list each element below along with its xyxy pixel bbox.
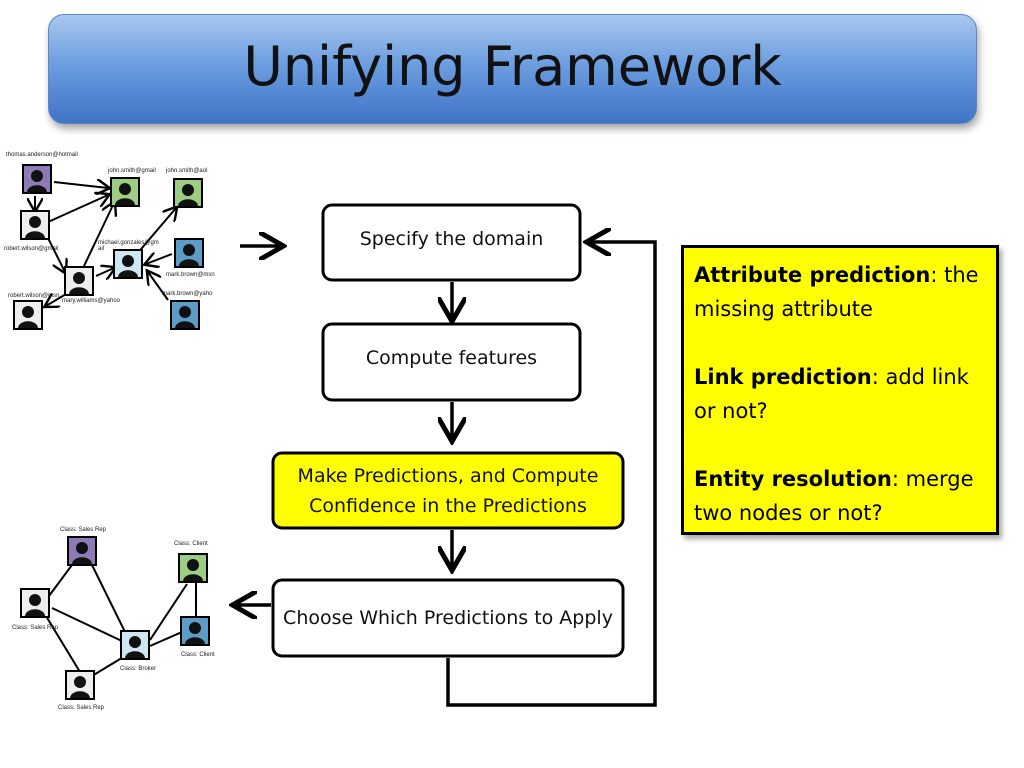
step-label-compute: Compute features [365,347,538,369]
node-broker [120,630,150,660]
bottom-network-nodes [20,536,210,700]
feedback-loop-arrow [446,242,657,707]
bottom-network-edges [45,564,197,677]
step-box-choose [271,578,625,658]
node-sales-rep-3 [65,670,95,700]
step-label-choose: Choose Which Predictions to Apply [283,607,613,629]
node-label: Class: Broker [120,666,157,672]
node-label: Class: Sales Rep [12,625,59,631]
prediction-types-callout: Attribute prediction: the missing attrib… [681,245,999,535]
node-label: mary.williams@yahoo [62,298,120,304]
node-label: Class: Sales Rep [58,705,105,711]
node-client-1 [178,553,208,583]
node-label: robert.wilson@gmail [4,246,59,252]
top-network-nodes [13,164,204,330]
title-bar: Unifying Framework [48,14,977,124]
node-john-smith-gmail [110,177,140,207]
node-mark-brown-msn [174,238,204,268]
node-mark-brown-yaho [170,300,200,330]
node-label: thomas.anderson@hotmail [6,152,78,158]
callout-item-entity: Entity resolution: merge two nodes or no… [694,467,974,525]
node-label: john.smith@gmail [108,168,156,174]
slide-title: Unifying Framework [243,35,782,98]
callout-item-link: Link prediction: add link or not? [694,365,969,423]
top-network-edges [35,182,176,306]
node-label: Class: Client [181,652,215,658]
node-michael-gonzales [113,249,143,279]
step-box-specify [321,203,582,282]
node-sales-rep-2 [20,588,50,618]
node-label: Class: Client [174,541,208,547]
step-label-predict: Make Predictions, and Compute Confidence… [297,464,599,517]
node-label: Class: Sales Rep [60,527,107,533]
node-robert-wilson-msn [13,300,43,330]
node-robert-wilson-gmail [20,210,50,240]
callout-item-attribute: Attribute prediction: the missing attrib… [694,263,979,321]
step-box-predict [271,451,625,530]
step-label-specify: Specify the domain [359,227,544,250]
node-label: john.smith@aol [166,168,208,174]
node-thomas-anderson-hotmail [22,164,52,194]
node-client-2 [180,616,210,646]
node-label: mark.brown@msn [166,272,215,278]
node-label: mark.brown@yaho [162,291,213,297]
node-label: michael.gonzales@gm ail [98,240,159,252]
node-john-smith-aol [173,178,203,208]
node-sales-rep-1 [67,536,97,566]
node-mary-williams-yahoo [64,266,94,296]
node-label: robert.wilson@msn [8,293,60,299]
